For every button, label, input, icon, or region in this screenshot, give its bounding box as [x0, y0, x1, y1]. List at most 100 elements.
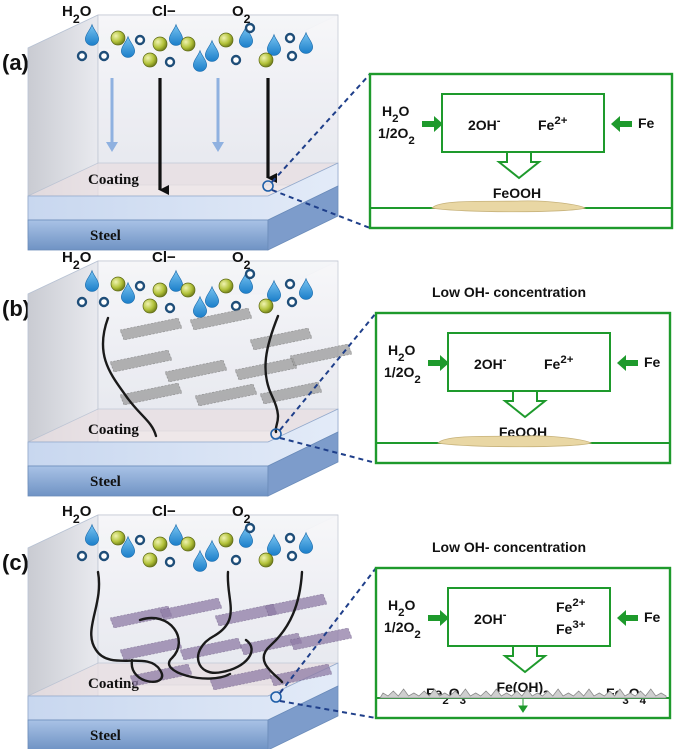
chloride-ion [110, 530, 126, 546]
oxygen-molecule [164, 56, 176, 68]
hydroxide-label: 2OH- [468, 115, 501, 133]
water-droplet [169, 269, 183, 292]
chloride-ion [142, 52, 158, 68]
green-arrow-right [428, 355, 449, 371]
chloride-ion [258, 552, 274, 568]
water-droplet [85, 523, 99, 546]
oxygen-molecule [134, 34, 146, 46]
chloride-ion [180, 36, 196, 52]
oxygen-molecule [98, 296, 110, 308]
product-arrow [502, 390, 548, 419]
oxygen-molecule [134, 280, 146, 292]
filler-flake [109, 605, 173, 629]
ferrous-label: Fe2+ [538, 115, 568, 133]
water-droplet [193, 549, 207, 572]
filler-flake [164, 359, 228, 383]
chloride-label: Cl− [152, 503, 176, 520]
steel-side [267, 685, 339, 749]
reaction-box [447, 332, 611, 392]
coating-label: Coating [88, 422, 139, 438]
product-arrow [502, 645, 548, 674]
chloride-ion [258, 298, 274, 314]
chloride-ion [218, 278, 234, 294]
green-arrow-left [617, 355, 638, 371]
oxygen-molecule [284, 32, 296, 44]
water-droplet [267, 533, 281, 556]
chloride-ion [180, 536, 196, 552]
oxygen-molecule [244, 268, 256, 280]
filler-flake [214, 603, 278, 627]
filler-flake [159, 597, 223, 621]
chloride-ion [152, 282, 168, 298]
rust-layer [437, 435, 592, 448]
filler-flake [249, 327, 313, 351]
zoom-line [271, 73, 371, 183]
water-label: H2O [62, 503, 92, 526]
water-droplet [239, 525, 253, 548]
reactant-oxygen: 1/2O2 [384, 364, 421, 386]
green-arrow-right [422, 116, 443, 132]
filler-flake [269, 663, 333, 687]
oxygen-molecule [164, 302, 176, 314]
chloride-ion [152, 536, 168, 552]
reactant-oxygen: 1/2O2 [384, 619, 421, 641]
oxygen-molecule [284, 532, 296, 544]
chloride-ion [180, 282, 196, 298]
reactant-water: H2O [388, 597, 416, 619]
panel-label: (a) [2, 50, 29, 75]
reaction-box [441, 93, 605, 153]
filler-flake [109, 349, 173, 373]
oxygen-molecule [76, 550, 88, 562]
steel-label: Steel [90, 228, 121, 244]
water-droplet [85, 269, 99, 292]
zoom-line [279, 437, 377, 464]
water-droplet [193, 295, 207, 318]
steel-label: Steel [90, 474, 121, 490]
chloride-ion [142, 552, 158, 568]
filler-flake [119, 382, 183, 406]
zoom-circle [262, 180, 274, 192]
oxygen-molecule [230, 300, 242, 312]
diffusion-pathway [196, 570, 253, 675]
product-arrow [496, 151, 542, 180]
water-droplet [121, 35, 135, 58]
chloride-ion [218, 32, 234, 48]
filler-flake [189, 307, 253, 331]
rust-layer [431, 200, 586, 213]
small-down-arrow [518, 698, 528, 713]
water-droplet [169, 523, 183, 546]
oxygen-label: O2 [232, 503, 251, 526]
diffusion-arrow-head [106, 142, 118, 152]
chloride-ion [218, 532, 234, 548]
oxygen-molecule [244, 522, 256, 534]
water-droplet [85, 23, 99, 46]
chloride-ion [110, 276, 126, 292]
oxide-layer [379, 688, 667, 699]
green-arrow-left [617, 610, 638, 626]
panel-label: (c) [2, 550, 29, 575]
zoom-circle [270, 428, 282, 440]
chloride-ion [258, 52, 274, 68]
water-droplet [121, 535, 135, 558]
zoom-circle [270, 691, 282, 703]
steel-layer [27, 465, 269, 497]
zoom-line [279, 700, 377, 719]
reactant-iron: Fe [644, 609, 661, 625]
oxygen-molecule [98, 550, 110, 562]
chloride-label: Cl− [152, 3, 176, 20]
chloride-label: Cl− [152, 249, 176, 266]
diffusion-arrow-head [212, 142, 224, 152]
diffusion-pathway [262, 570, 304, 684]
steel-layer [27, 219, 269, 251]
reactant-iron: Fe [638, 115, 655, 131]
water-droplet [239, 25, 253, 48]
product-label: FeOOH [493, 185, 541, 201]
hydroxide-label: 2OH- [474, 354, 507, 372]
chloride-ion [142, 298, 158, 314]
ferric-label: Fe3+ [556, 619, 586, 637]
water-droplet [205, 285, 219, 308]
water-droplet [193, 49, 207, 72]
water-droplet [169, 23, 183, 46]
green-arrow-left [611, 116, 632, 132]
